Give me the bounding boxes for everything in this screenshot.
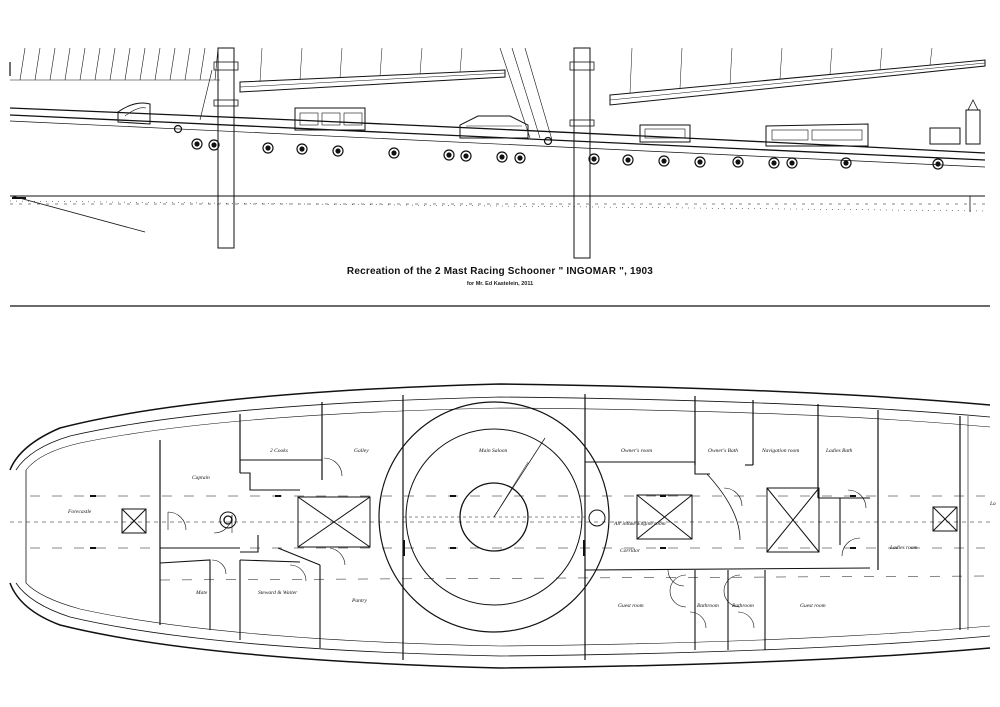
deck-houses (117, 99, 981, 147)
room-main-saloon: Main Saloon (478, 448, 508, 454)
room-owners-room: Owner's room (621, 448, 652, 454)
drawing-subtitle: for Mr. Ed Kastelein, 2011 (466, 281, 534, 287)
drawing-title: Recreation of the 2 Mast Racing Schooner… (346, 266, 654, 277)
main-boom (609, 59, 986, 106)
deck-plan (9, 383, 991, 669)
room-forecastle: Forecastle (67, 509, 92, 515)
mainmast (569, 47, 595, 259)
side-elevation (9, 47, 986, 259)
room-bathroom-2: Bathroom (732, 603, 754, 609)
rigging-lines (10, 47, 220, 81)
room-steward: Steward & Waiter (258, 590, 298, 596)
hatches (121, 487, 958, 553)
room-captain: Captain (192, 475, 210, 481)
room-labels: Forecastle Captain 2 Cooks Galley Main S… (67, 448, 996, 609)
room-ladies-bath: Ladies Bath (825, 448, 853, 454)
room-air-intake: Air intake Engine room (613, 521, 666, 527)
room-guest-1: Guest room (618, 603, 644, 609)
room-cooks: 2 Cooks (270, 448, 288, 454)
fore-boom (239, 69, 506, 93)
room-corridor: Corridor (620, 548, 641, 554)
room-bathroom-1: Bathroom (697, 603, 719, 609)
room-owners-bath: Owner's Bath (708, 448, 738, 454)
room-pantry: Pantry (351, 598, 368, 604)
room-guest-2: Guest room (800, 603, 826, 609)
main-saloon-rings (378, 401, 610, 633)
room-galley: Galley (354, 448, 369, 454)
portholes (173, 124, 944, 170)
room-ladies-room: Ladies room (889, 545, 917, 551)
room-edge-label: La (989, 501, 996, 507)
room-navigation: Navigation room (761, 448, 799, 454)
waterlines (9, 195, 986, 233)
room-mate: Mate (195, 590, 208, 596)
